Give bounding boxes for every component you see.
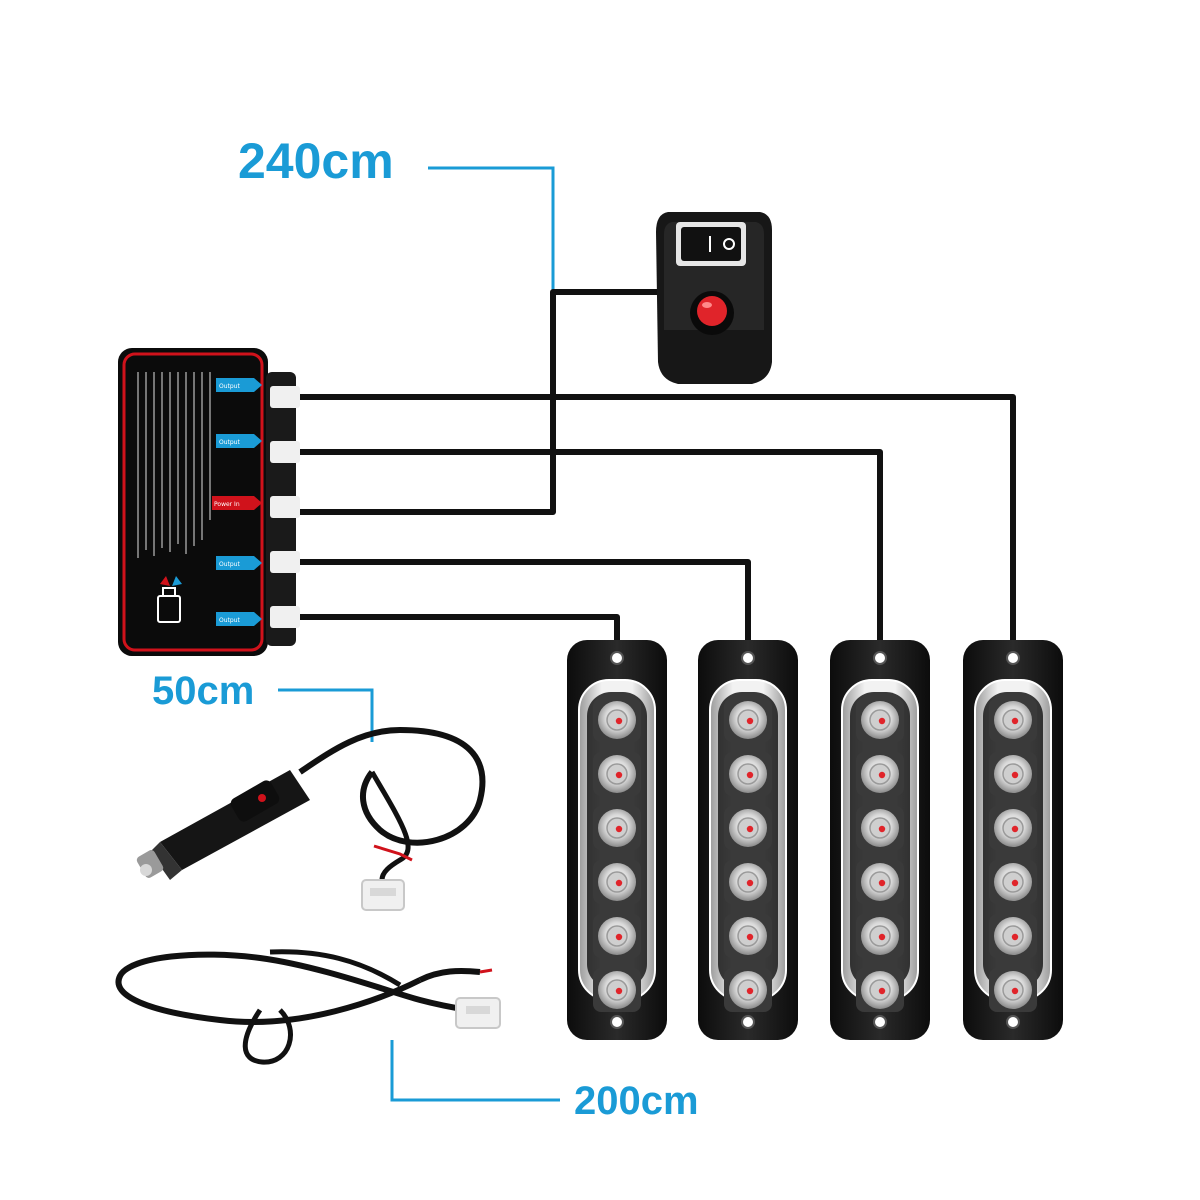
- lighter-cable-dimension: 50cm: [152, 669, 374, 742]
- led-lens: [856, 914, 904, 958]
- switch-cable-length-label: 240cm: [238, 133, 394, 189]
- led-lens: [989, 968, 1037, 1012]
- led-lens: [593, 698, 641, 742]
- led-lens: [856, 968, 904, 1012]
- port-tag-5: Output: [216, 612, 262, 626]
- port-connector-3[interactable]: [270, 496, 300, 518]
- switch-cable-dimension: 240cm: [238, 133, 555, 292]
- led-lens: [724, 968, 772, 1012]
- power-connector: [455, 997, 501, 1029]
- led-lens: [856, 698, 904, 742]
- lighter-plug-icon: [136, 770, 310, 880]
- led-lens: [856, 752, 904, 796]
- led-bar-1: [567, 640, 667, 1040]
- remote-switch: [656, 212, 772, 384]
- svg-text:Output: Output: [219, 383, 240, 390]
- led-lens: [856, 806, 904, 850]
- wiring: [300, 289, 1016, 642]
- port-tag-4: Output: [216, 556, 262, 570]
- led-lens: [724, 914, 772, 958]
- svg-text:Power In: Power In: [214, 501, 240, 508]
- led-lens: [724, 698, 772, 742]
- svg-text:Output: Output: [219, 439, 240, 446]
- lighter-cable-length-label: 50cm: [152, 669, 254, 713]
- output-wire-1: [300, 394, 1016, 642]
- led-bar-3: [830, 640, 930, 1040]
- rocker-switch-icon[interactable]: [676, 222, 746, 266]
- port-tag-3: Power In: [212, 496, 262, 510]
- led-lens: [989, 698, 1037, 742]
- svg-text:Output: Output: [219, 561, 240, 568]
- output-wire-4: [300, 614, 620, 642]
- led-bar-group: [567, 640, 1063, 1040]
- controller-box: Output Output Power In Output Output: [118, 348, 300, 656]
- led-bar-4: [963, 640, 1063, 1040]
- output-wire-2: [300, 449, 883, 642]
- port-tag-2: Output: [216, 434, 262, 448]
- led-lens: [593, 860, 641, 904]
- led-lens: [593, 806, 641, 850]
- led-lens: [593, 968, 641, 1012]
- port-tag-1: Output: [216, 378, 262, 392]
- controller-ports: [266, 372, 300, 646]
- push-button-icon[interactable]: [690, 291, 734, 335]
- led-lens: [989, 860, 1037, 904]
- port-connector-1[interactable]: [270, 386, 300, 408]
- led-lens: [856, 860, 904, 904]
- port-connector-5[interactable]: [270, 606, 300, 628]
- led-lens: [593, 752, 641, 796]
- led-lens: [724, 860, 772, 904]
- led-lens: [724, 752, 772, 796]
- power-cable-length-label: 200cm: [574, 1079, 699, 1123]
- switch-wire: [300, 289, 660, 515]
- led-lens: [989, 806, 1037, 850]
- power-cable-dimension: 200cm: [390, 1040, 699, 1123]
- led-lens: [593, 914, 641, 958]
- power-cable: [115, 949, 501, 1065]
- lighter-connector: [361, 879, 405, 911]
- output-wire-3: [300, 559, 751, 642]
- controller-instructions: [137, 372, 211, 558]
- port-connector-4[interactable]: [270, 551, 300, 573]
- led-lens: [724, 806, 772, 850]
- port-connector-2[interactable]: [270, 441, 300, 463]
- led-lens: [989, 752, 1037, 796]
- led-bar-2: [698, 640, 798, 1040]
- lighter-cable: [136, 726, 486, 911]
- led-lens: [989, 914, 1037, 958]
- svg-text:Output: Output: [219, 617, 240, 624]
- warning-icon: [157, 576, 182, 623]
